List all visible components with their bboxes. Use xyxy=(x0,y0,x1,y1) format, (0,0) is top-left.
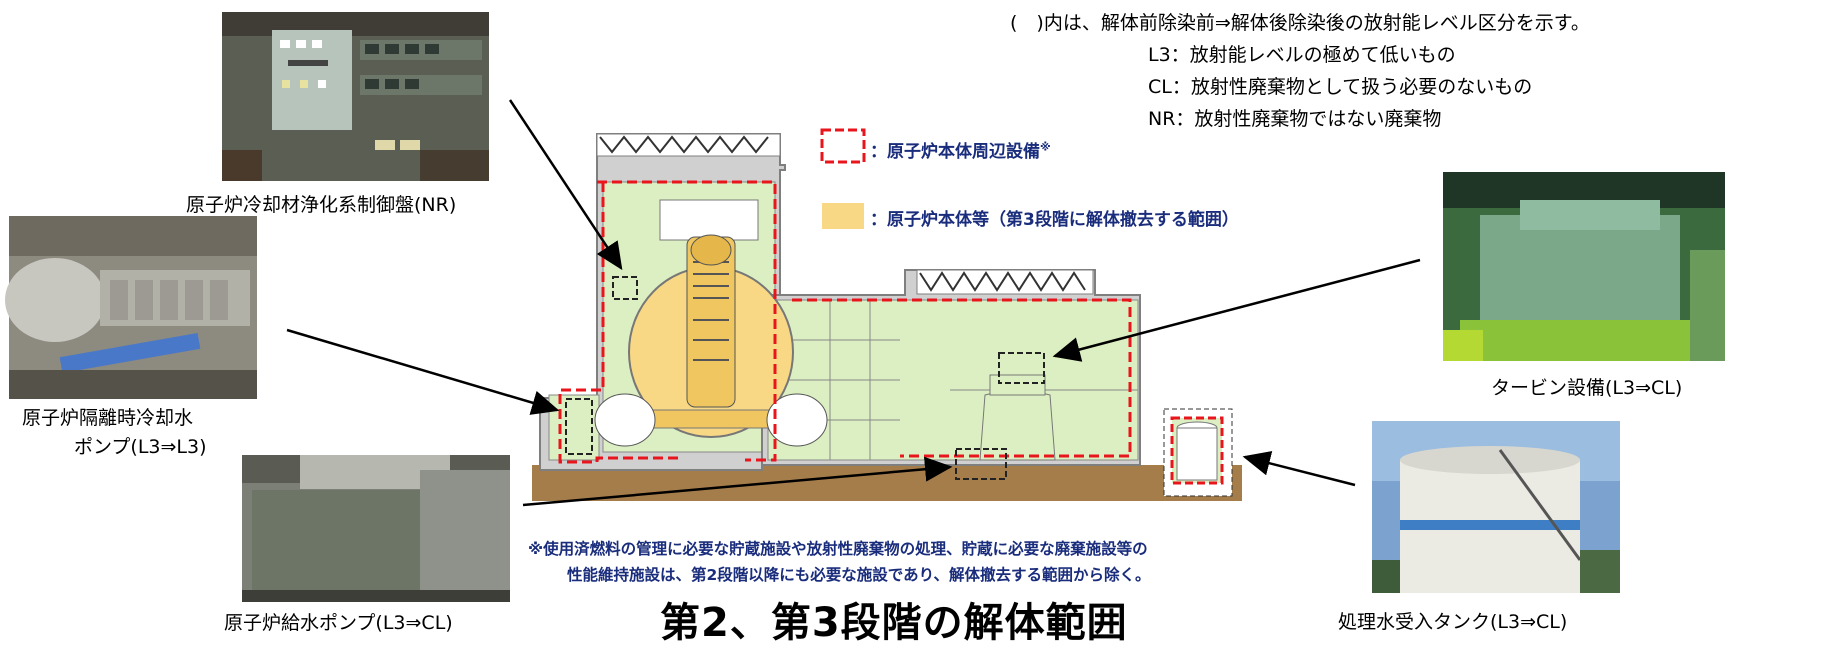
legend-peripheral-swatch xyxy=(820,128,866,164)
caption-control-panel: 原子炉冷却材浄化系制御盤(NR) xyxy=(186,194,457,216)
level-nr: NR：放射性廃棄物ではない廃棄物 xyxy=(1148,108,1442,130)
caption-isolation-pump-line2: ポンプ(L3⇒L3) xyxy=(74,436,207,458)
footnote-line1: ※使用済燃料の管理に必要な貯蔵施設や放射性廃棄物の処理、貯蔵に必要な廃棄施設等の xyxy=(528,540,1148,558)
site-tank-shape xyxy=(1163,408,1233,497)
peripheral-boundary xyxy=(558,180,1132,464)
level-l3: L3：放射能レベルの極めて低いもの xyxy=(1148,44,1456,66)
feedwater-pump-photo xyxy=(242,455,510,602)
level-cl: CL：放射性廃棄物として扱う必要のないもの xyxy=(1148,76,1533,98)
turbine-photo xyxy=(1443,172,1725,361)
caption-tank: 処理水受入タンク(L3⇒CL) xyxy=(1338,611,1568,633)
caption-turbine: タービン設備(L3⇒CL) xyxy=(1491,377,1683,399)
caption-feedwater-pump: 原子炉給水ポンプ(L3⇒CL) xyxy=(224,612,453,634)
isolation-pump-photo xyxy=(5,216,257,399)
legend-main-label: ：原子炉本体等（第3段階に解体撤去する範囲） xyxy=(870,210,1239,230)
turbine-building xyxy=(761,269,1141,466)
callout-arrows xyxy=(286,99,1421,507)
legend-peripheral-mark: ※ xyxy=(1040,140,1051,154)
legend-peripheral-text: ：原子炉本体周辺設備 xyxy=(870,142,1040,162)
caption-isolation-pump-line1: 原子炉隔離時冷却水 xyxy=(22,407,194,429)
legend-peripheral-label: ：原子炉本体周辺設備※ xyxy=(870,137,1051,162)
equipment-highlights xyxy=(565,276,1045,480)
tank-photo xyxy=(1372,421,1620,593)
control-panel-photo xyxy=(222,12,489,181)
legend-note-header: ( )内は、解体前除染前⇒解体後除染後の放射能レベル区分を示す。 xyxy=(1010,12,1590,34)
reactor-containment xyxy=(594,199,828,447)
page-title: 第2、第3段階の解体範囲 xyxy=(660,600,1128,646)
legend-main-swatch xyxy=(822,203,864,229)
footnote-line2: 性能維持施設は、第2段階以降にも必要な施設であり、解体撤去する範囲から除く。 xyxy=(567,566,1151,584)
